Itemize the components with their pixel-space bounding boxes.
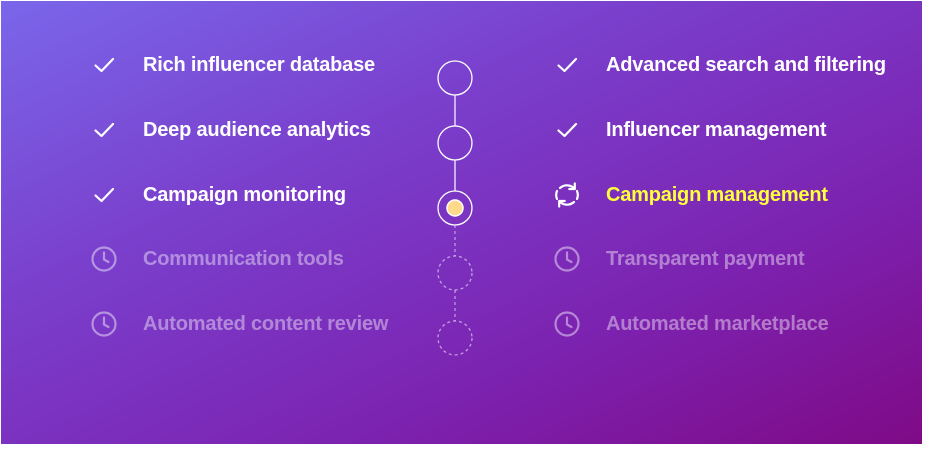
- roadmap-item-label: Automated marketplace: [606, 312, 829, 335]
- roadmap-item: Advanced search and filtering: [550, 45, 886, 85]
- roadmap-item-label: Campaign monitoring: [143, 183, 346, 206]
- roadmap-item: Automated marketplace: [550, 304, 829, 344]
- roadmap-item: Deep audience analytics: [87, 110, 371, 150]
- roadmap-item: Rich influencer database: [87, 45, 375, 85]
- roadmap-item-label: Transparent payment: [606, 247, 805, 270]
- clock-icon: [87, 307, 121, 341]
- refresh-icon: [550, 178, 584, 212]
- roadmap-item: Communication tools: [87, 239, 344, 279]
- roadmap-panel: Rich influencer database Deep audience a…: [1, 1, 922, 444]
- roadmap-item-label: Advanced search and filtering: [606, 53, 886, 76]
- timeline-current-dot: [446, 199, 464, 217]
- clock-icon: [87, 242, 121, 276]
- timeline-node: [437, 190, 473, 226]
- roadmap-item: Influencer management: [550, 110, 827, 150]
- timeline-node: [437, 125, 473, 161]
- timeline-node: [437, 255, 473, 291]
- roadmap-item: Campaign management: [550, 175, 828, 215]
- check-icon: [87, 178, 121, 212]
- roadmap-timeline: [437, 60, 473, 356]
- roadmap-item: Transparent payment: [550, 239, 805, 279]
- roadmap-item-label: Communication tools: [143, 247, 344, 270]
- timeline-node: [437, 60, 473, 96]
- roadmap-item: Campaign monitoring: [87, 175, 346, 215]
- roadmap-item-label: Influencer management: [606, 118, 827, 141]
- roadmap-item-label: Rich influencer database: [143, 53, 375, 76]
- check-icon: [550, 48, 584, 82]
- roadmap-item-label: Automated content review: [143, 312, 389, 335]
- timeline-node: [437, 320, 473, 356]
- roadmap-item: Automated content review: [87, 304, 388, 344]
- clock-icon: [550, 242, 584, 276]
- check-icon: [87, 48, 121, 82]
- roadmap-item-label: Deep audience analytics: [143, 118, 371, 141]
- clock-icon: [550, 307, 584, 341]
- roadmap-item-label: Campaign management: [606, 183, 828, 206]
- check-icon: [87, 113, 121, 147]
- check-icon: [550, 113, 584, 147]
